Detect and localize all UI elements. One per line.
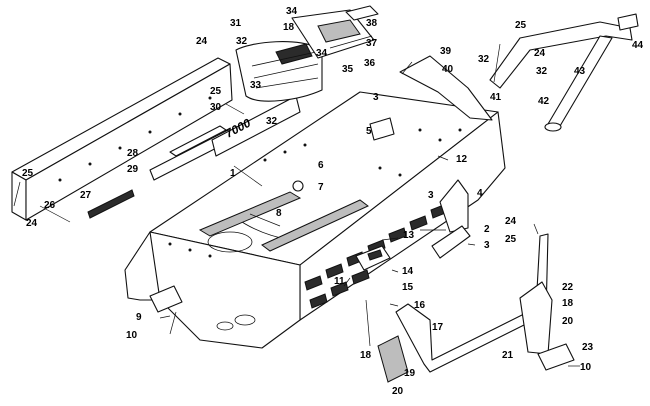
hitch-bracket	[399, 55, 493, 121]
callout-34: 34	[286, 6, 298, 17]
callout-37: 37	[366, 38, 378, 49]
stirrup-pad	[377, 335, 409, 383]
callout-11: 11	[334, 276, 345, 287]
callout-9: 9	[136, 312, 142, 323]
callout-4: 4	[477, 188, 483, 199]
callout-29: 29	[127, 164, 139, 175]
callout-1: 1	[230, 168, 236, 179]
grommet	[292, 180, 304, 192]
callout-2: 2	[484, 224, 490, 235]
grab-bar	[395, 233, 549, 373]
footrest-bracket	[439, 179, 469, 233]
callout-3: 3	[428, 190, 434, 201]
callout-41: 41	[490, 92, 502, 103]
plug	[369, 117, 395, 141]
callout-31: 31	[230, 18, 242, 29]
callout-3: 3	[484, 240, 490, 251]
callout-25: 25	[505, 234, 517, 245]
callout-10: 10	[580, 362, 592, 373]
callout-24: 24	[505, 216, 517, 227]
callout-12: 12	[456, 154, 468, 165]
callout-19: 19	[404, 368, 416, 379]
rail-decal	[87, 189, 135, 219]
callout-42: 42	[538, 96, 550, 107]
callout-25: 25	[22, 168, 34, 179]
callout-17: 17	[432, 322, 444, 333]
callout-35: 35	[342, 64, 354, 75]
side-bracket	[431, 225, 471, 259]
callout-30: 30	[210, 102, 222, 113]
callout-13: 13	[403, 230, 415, 241]
callout-32: 32	[236, 36, 248, 47]
callout-38: 38	[366, 18, 378, 29]
snowflap-bracket	[291, 5, 379, 59]
callout-8: 8	[276, 208, 282, 219]
callout-34: 34	[316, 48, 328, 59]
callout-18: 18	[360, 350, 372, 361]
callout-32: 32	[536, 66, 548, 77]
callout-28: 28	[127, 148, 139, 159]
callout-27: 27	[80, 190, 92, 201]
callout-3: 3	[373, 92, 379, 103]
callout-22: 22	[562, 282, 574, 293]
callout-6: 6	[318, 160, 324, 171]
left-step	[149, 285, 183, 313]
callout-5: 5	[366, 126, 372, 137]
leader-lines	[13, 43, 580, 367]
callout-25: 25	[210, 86, 222, 97]
callout-40: 40	[442, 64, 454, 75]
callout-21: 21	[502, 350, 514, 361]
callout-32: 32	[478, 54, 490, 65]
callout-23: 23	[582, 342, 594, 353]
callout-43: 43	[574, 66, 586, 77]
rear-shield	[235, 41, 323, 102]
callout-20: 20	[392, 386, 404, 397]
callout-labels: 1 2 3 3 3 4 5 6 7 8 9 10 10 11 12 13 14 …	[22, 6, 644, 397]
callout-10: 10	[126, 330, 138, 341]
callout-24: 24	[534, 48, 546, 59]
callout-39: 39	[440, 46, 452, 57]
callout-24: 24	[26, 218, 38, 229]
callout-16: 16	[414, 300, 426, 311]
toe-hold	[355, 245, 391, 271]
side-rail	[11, 57, 233, 221]
callout-32: 32	[266, 116, 278, 127]
rear-bumper-loop	[489, 13, 639, 132]
callout-18: 18	[562, 298, 574, 309]
callout-20: 20	[562, 316, 574, 327]
callout-7: 7	[318, 182, 324, 193]
callout-36: 36	[364, 58, 376, 69]
callout-18: 18	[283, 22, 295, 33]
callout-14: 14	[402, 266, 414, 277]
callout-44: 44	[632, 40, 644, 51]
callout-26: 26	[44, 200, 56, 211]
footrest-plate	[519, 281, 553, 355]
callout-33: 33	[250, 80, 262, 91]
callout-15: 15	[402, 282, 414, 293]
callout-25: 25	[515, 20, 527, 31]
callout-24: 24	[196, 36, 208, 47]
right-step	[537, 343, 575, 371]
